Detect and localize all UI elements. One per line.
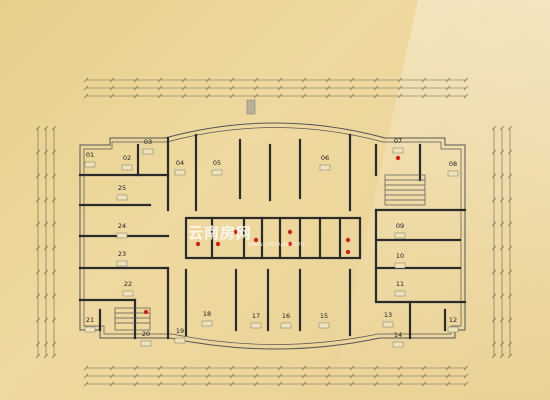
unit-tag bbox=[392, 147, 404, 154]
unit-tag bbox=[318, 322, 330, 329]
unit-label-19: 19 bbox=[176, 327, 184, 335]
unit-label-09: 09 bbox=[396, 222, 404, 230]
unit-label-07: 07 bbox=[394, 137, 402, 145]
unit-tag bbox=[280, 322, 292, 329]
unit-tag bbox=[84, 161, 96, 168]
unit-label-05: 05 bbox=[213, 159, 221, 167]
watermark: 云南房网 www.ynhouse.com bbox=[188, 222, 304, 248]
unit-tag bbox=[174, 169, 186, 176]
unit-tag bbox=[116, 194, 128, 201]
stair bbox=[384, 174, 426, 206]
unit-tag bbox=[122, 290, 134, 297]
unit-labels: 01 02 03 04 05 06 07 08 25 24 23 22 21 20 19 18 17 16 15 14… bbox=[84, 137, 459, 348]
building-outline bbox=[79, 122, 466, 350]
dimension-lines-top bbox=[83, 77, 469, 99]
unit-label-04: 04 bbox=[176, 159, 184, 167]
unit-tag bbox=[319, 164, 331, 171]
unit-label-02: 02 bbox=[123, 154, 131, 162]
unit-tag bbox=[201, 320, 213, 327]
unit-tag bbox=[84, 326, 96, 333]
unit-label-13: 13 bbox=[384, 311, 392, 319]
unit-label-16: 16 bbox=[282, 312, 290, 320]
unit-label-08: 08 bbox=[449, 160, 457, 168]
unit-label-24: 24 bbox=[118, 222, 126, 230]
unit-label-14: 14 bbox=[394, 331, 402, 339]
unit-tag bbox=[140, 340, 152, 347]
unit-tag bbox=[116, 232, 128, 239]
unit-tag bbox=[392, 341, 404, 348]
unit-tag bbox=[211, 169, 223, 176]
unit-label-01: 01 bbox=[86, 151, 94, 159]
unit-tag bbox=[250, 322, 262, 329]
unit-label-23: 23 bbox=[118, 250, 126, 258]
unit-label-18: 18 bbox=[203, 310, 211, 318]
unit-tag bbox=[394, 262, 406, 269]
unit-label-12: 12 bbox=[449, 316, 457, 324]
unit-label-17: 17 bbox=[252, 312, 260, 320]
unit-tag bbox=[382, 321, 394, 328]
unit-label-21: 21 bbox=[86, 316, 94, 324]
unit-tag bbox=[142, 148, 154, 155]
unit-tag bbox=[447, 170, 459, 177]
walls bbox=[78, 133, 467, 340]
unit-label-11: 11 bbox=[396, 280, 404, 288]
unit-tag bbox=[447, 326, 459, 333]
unit-tag bbox=[174, 337, 186, 344]
watermark-text: 云南房网 bbox=[188, 224, 253, 242]
unit-label-10: 10 bbox=[396, 252, 404, 260]
unit-label-03: 03 bbox=[144, 138, 152, 146]
dimension-lines-bottom bbox=[83, 365, 469, 387]
fire-markers bbox=[143, 155, 401, 315]
unit-tag bbox=[116, 260, 128, 267]
unit-tag bbox=[394, 232, 406, 239]
unit-label-15: 15 bbox=[320, 312, 328, 320]
unit-label-25: 25 bbox=[118, 184, 126, 192]
entrance-marker bbox=[246, 99, 256, 115]
unit-tag bbox=[121, 164, 133, 171]
dimension-lines-side bbox=[35, 125, 513, 359]
unit-label-06: 06 bbox=[321, 154, 329, 162]
watermark-url: www.ynhouse.com bbox=[248, 241, 305, 248]
unit-label-20: 20 bbox=[142, 330, 150, 338]
unit-label-22: 22 bbox=[124, 280, 132, 288]
unit-tag bbox=[394, 290, 406, 297]
